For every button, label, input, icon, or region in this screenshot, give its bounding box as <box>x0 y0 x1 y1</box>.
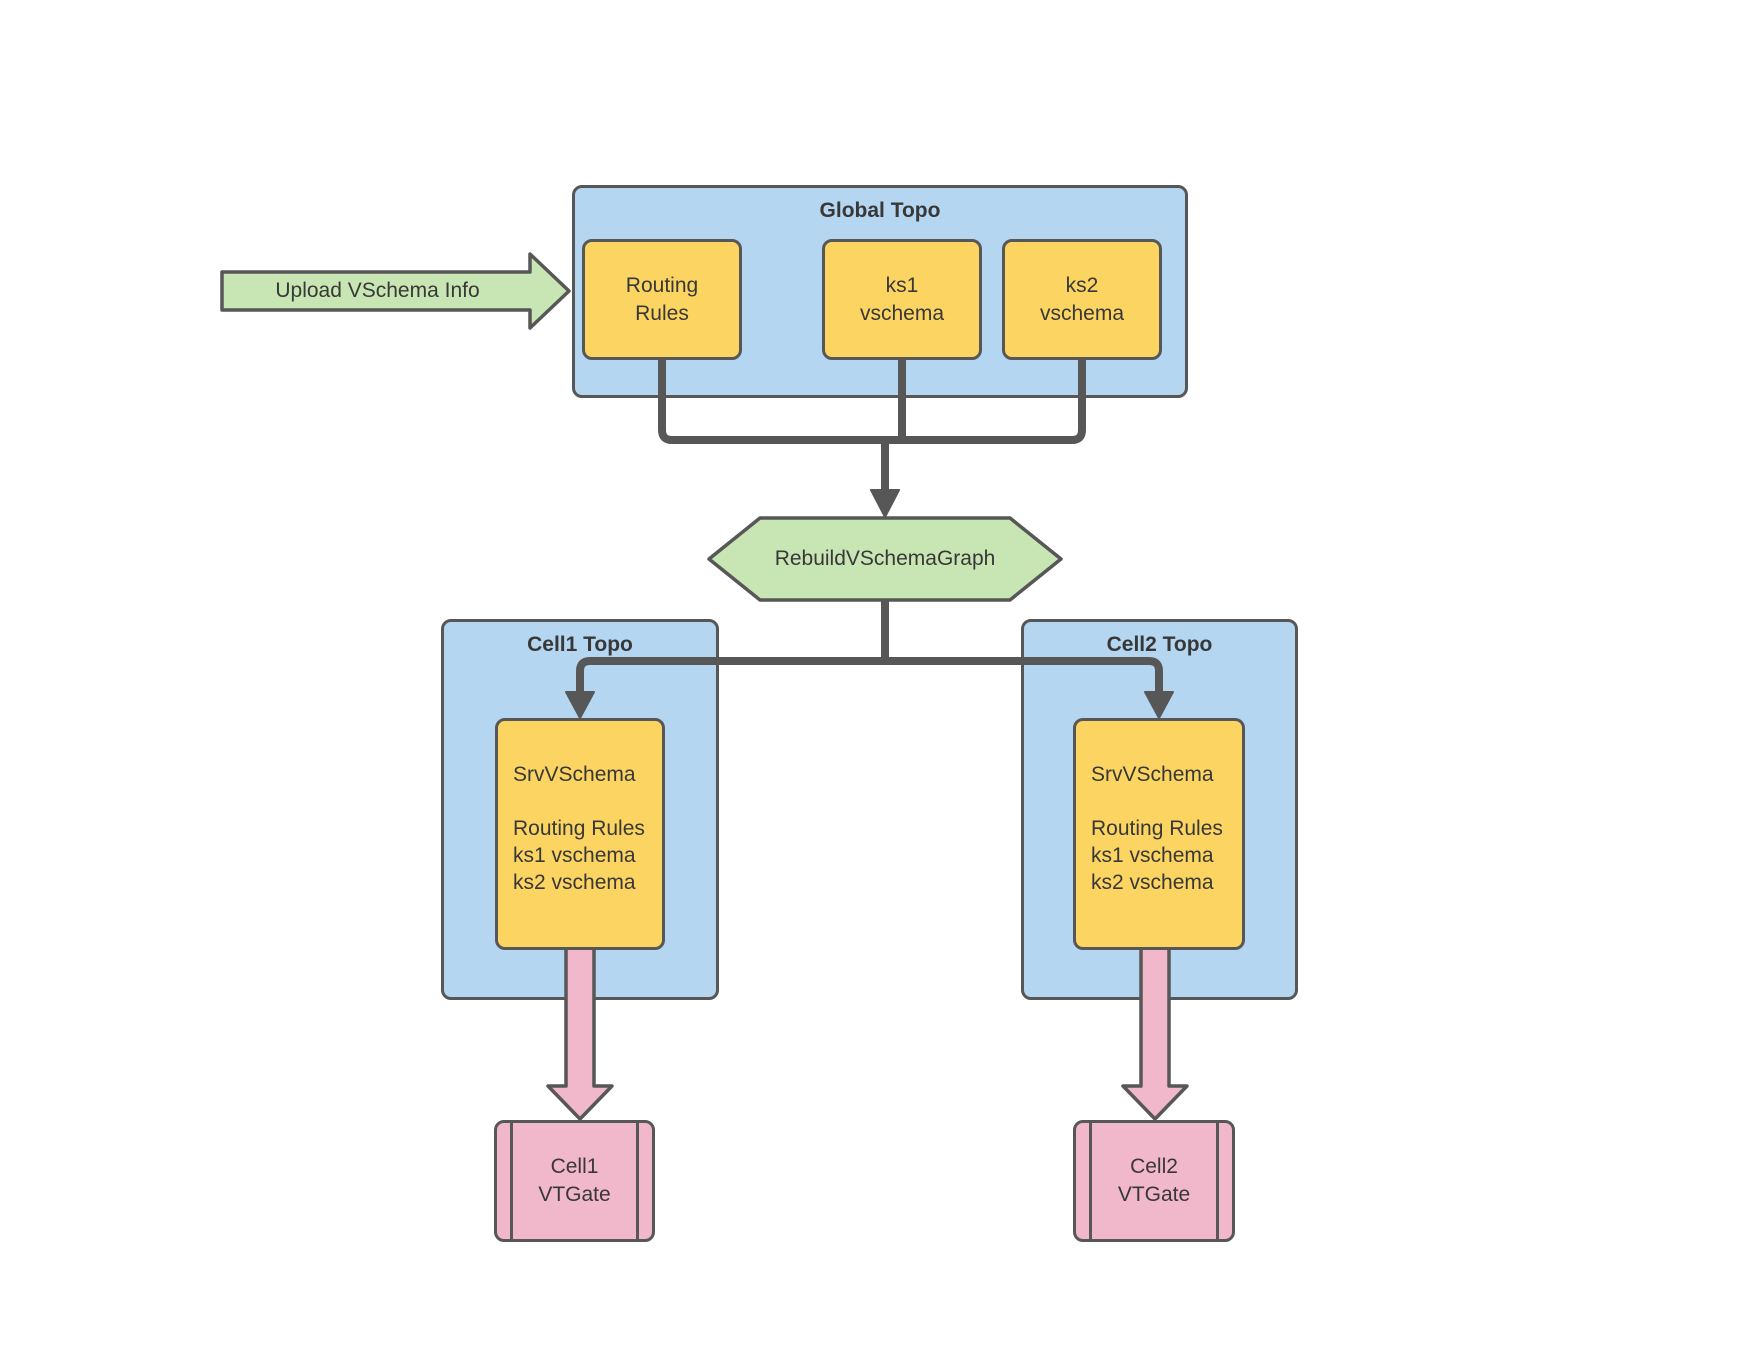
cell2-srv-vschema-node: SrvVSchema Routing Rules ks1 vschema ks2… <box>1073 718 1245 950</box>
cell2-topo-title: Cell2 Topo <box>1106 633 1213 656</box>
node-routing-rules: Routing Rules <box>582 239 742 360</box>
arrowhead-down-icon <box>870 489 900 518</box>
cell1-vtgate-node: Cell1 VTGate <box>494 1120 655 1242</box>
upload-arrow-label: Upload VSchema Info <box>275 279 480 302</box>
global-topo-title: Global Topo <box>819 199 941 222</box>
node-ks1-vschema: ks1 vschema <box>822 239 982 360</box>
cell2-vtgate-node: Cell2 VTGate <box>1073 1120 1235 1242</box>
rebuild-hexagon-label: RebuildVSchemaGraph <box>774 547 996 570</box>
cell1-vtgate-label: Cell1 VTGate <box>538 1155 611 1206</box>
cell2-vtgate-label: Cell2 VTGate <box>1117 1155 1191 1206</box>
cell1-topo-title: Cell1 Topo <box>527 633 633 656</box>
node-ks2-vschema: ks2 vschema <box>1002 239 1162 360</box>
cell1-srv-vschema-node: SrvVSchema Routing Rules ks1 vschema ks2… <box>495 718 665 950</box>
